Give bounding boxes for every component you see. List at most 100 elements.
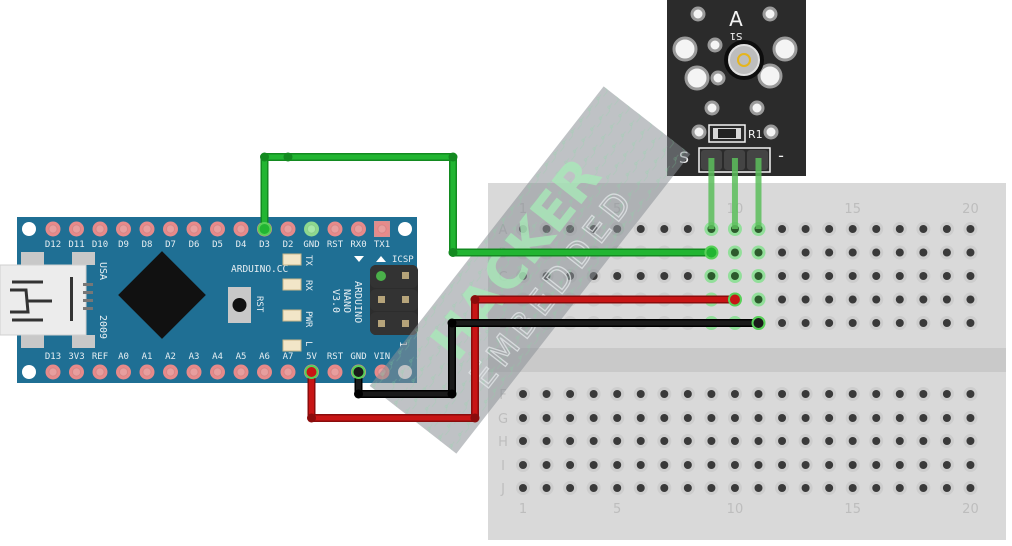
- pin-a6[interactable]: A6: [257, 352, 272, 380]
- breadboard-hole[interactable]: [892, 434, 907, 448]
- breadboard-hole[interactable]: [963, 458, 978, 472]
- breadboard-hole[interactable]: [680, 411, 695, 425]
- breadboard-hole[interactable]: [869, 269, 884, 283]
- breadboard-hole[interactable]: [563, 387, 578, 401]
- breadboard-hole[interactable]: [939, 222, 954, 236]
- breadboard-hole[interactable]: [775, 222, 790, 236]
- breadboard-hole[interactable]: [845, 411, 860, 425]
- breadboard-hole[interactable]: [916, 269, 931, 283]
- breadboard-hole[interactable]: [822, 245, 837, 260]
- breadboard-hole[interactable]: [845, 292, 860, 307]
- breadboard-hole[interactable]: [657, 481, 672, 495]
- breadboard-hole[interactable]: [539, 458, 554, 472]
- wire-endpoint[interactable]: [704, 245, 719, 260]
- breadboard-hole[interactable]: [798, 222, 813, 236]
- breadboard-hole[interactable]: [680, 481, 695, 495]
- push-button-switch[interactable]: [724, 40, 764, 80]
- breadboard-hole[interactable]: [657, 411, 672, 425]
- breadboard-hole[interactable]: [657, 222, 672, 236]
- breadboard-hole[interactable]: [822, 222, 837, 236]
- breadboard-hole[interactable]: [704, 269, 719, 283]
- breadboard-hole[interactable]: [704, 481, 719, 495]
- pin-tx1[interactable]: TX1: [374, 221, 390, 250]
- breadboard-hole[interactable]: [539, 434, 554, 448]
- pin-d6[interactable]: D6: [186, 221, 202, 251]
- breadboard-hole[interactable]: [704, 434, 719, 448]
- pin-a7[interactable]: A7: [280, 352, 296, 380]
- breadboard-hole[interactable]: [610, 269, 625, 283]
- breadboard-hole[interactable]: [892, 458, 907, 472]
- pin-d5[interactable]: D5: [210, 221, 225, 251]
- breadboard-hole[interactable]: [704, 411, 719, 425]
- breadboard-hole[interactable]: [822, 387, 837, 401]
- breadboard-hole[interactable]: [516, 434, 530, 448]
- breadboard-hole[interactable]: [939, 458, 954, 472]
- breadboard-hole[interactable]: [610, 411, 625, 425]
- breadboard-hole[interactable]: [869, 222, 884, 236]
- breadboard-hole[interactable]: [845, 269, 860, 283]
- breadboard-hole[interactable]: [751, 434, 766, 448]
- breadboard-hole[interactable]: [775, 434, 790, 448]
- ground-wire[interactable]: [351, 316, 766, 399]
- breadboard-hole[interactable]: [775, 387, 790, 401]
- breadboard-hole[interactable]: [939, 245, 954, 260]
- pin-d2[interactable]: D2: [280, 221, 296, 251]
- breadboard-hole[interactable]: [727, 387, 742, 401]
- breadboard-hole[interactable]: [963, 269, 978, 283]
- breadboard-hole[interactable]: [963, 292, 978, 307]
- pin-d13[interactable]: D13: [45, 352, 61, 380]
- pin-a1[interactable]: A1: [139, 352, 155, 380]
- breadboard-hole[interactable]: [727, 434, 742, 448]
- breadboard-hole[interactable]: [963, 222, 978, 236]
- breadboard-hole[interactable]: [939, 434, 954, 448]
- breadboard-hole[interactable]: [727, 269, 742, 283]
- breadboard-hole[interactable]: [963, 434, 978, 448]
- breadboard-hole[interactable]: [704, 387, 719, 401]
- breadboard-hole[interactable]: [516, 411, 530, 425]
- breadboard-hole[interactable]: [586, 387, 601, 401]
- pin-d7[interactable]: D7: [163, 221, 178, 251]
- pin-rx0[interactable]: RX0: [350, 221, 367, 251]
- breadboard-hole[interactable]: [916, 316, 931, 330]
- breadboard-hole[interactable]: [869, 458, 884, 472]
- pin-d12[interactable]: D12: [45, 221, 61, 251]
- breadboard-hole[interactable]: [892, 387, 907, 401]
- pin-rst[interactable]: RST: [327, 221, 344, 251]
- breadboard-hole[interactable]: [680, 458, 695, 472]
- breadboard-hole[interactable]: [775, 458, 790, 472]
- breadboard-hole[interactable]: [516, 458, 530, 472]
- breadboard-hole[interactable]: [610, 458, 625, 472]
- wire-endpoint[interactable]: [751, 316, 766, 330]
- breadboard-hole[interactable]: [845, 222, 860, 236]
- breadboard-hole[interactable]: [869, 292, 884, 307]
- breadboard-hole[interactable]: [586, 458, 601, 472]
- breadboard-hole[interactable]: [845, 458, 860, 472]
- breadboard-hole[interactable]: [563, 458, 578, 472]
- wire-bend-point[interactable]: [354, 389, 363, 399]
- breadboard-hole[interactable]: [939, 411, 954, 425]
- breadboard-hole[interactable]: [633, 434, 648, 448]
- pin-a5[interactable]: A5: [233, 352, 249, 380]
- wire-bend-point[interactable]: [470, 413, 480, 423]
- breadboard-hole[interactable]: [539, 387, 554, 401]
- breadboard-hole[interactable]: [916, 458, 931, 472]
- breadboard-hole[interactable]: [845, 316, 860, 330]
- breadboard-hole[interactable]: [845, 387, 860, 401]
- breadboard-hole[interactable]: [751, 387, 766, 401]
- breadboard-hole[interactable]: [869, 411, 884, 425]
- wire-bend-point[interactable]: [307, 413, 316, 423]
- breadboard-hole[interactable]: [539, 481, 554, 495]
- breadboard-hole[interactable]: [822, 481, 837, 495]
- wire-endpoint[interactable]: [304, 365, 319, 379]
- breadboard-hole[interactable]: [963, 316, 978, 330]
- breadboard-hole[interactable]: [798, 434, 813, 448]
- breadboard-hole[interactable]: [822, 434, 837, 448]
- breadboard-hole[interactable]: [939, 292, 954, 307]
- breadboard-hole[interactable]: [798, 411, 813, 425]
- breadboard-hole[interactable]: [657, 458, 672, 472]
- breadboard-hole[interactable]: [892, 411, 907, 425]
- breadboard-hole[interactable]: [916, 292, 931, 307]
- signal-wire[interactable]: [257, 152, 719, 260]
- pin-d11[interactable]: D11: [68, 221, 85, 251]
- breadboard-hole[interactable]: [798, 387, 813, 401]
